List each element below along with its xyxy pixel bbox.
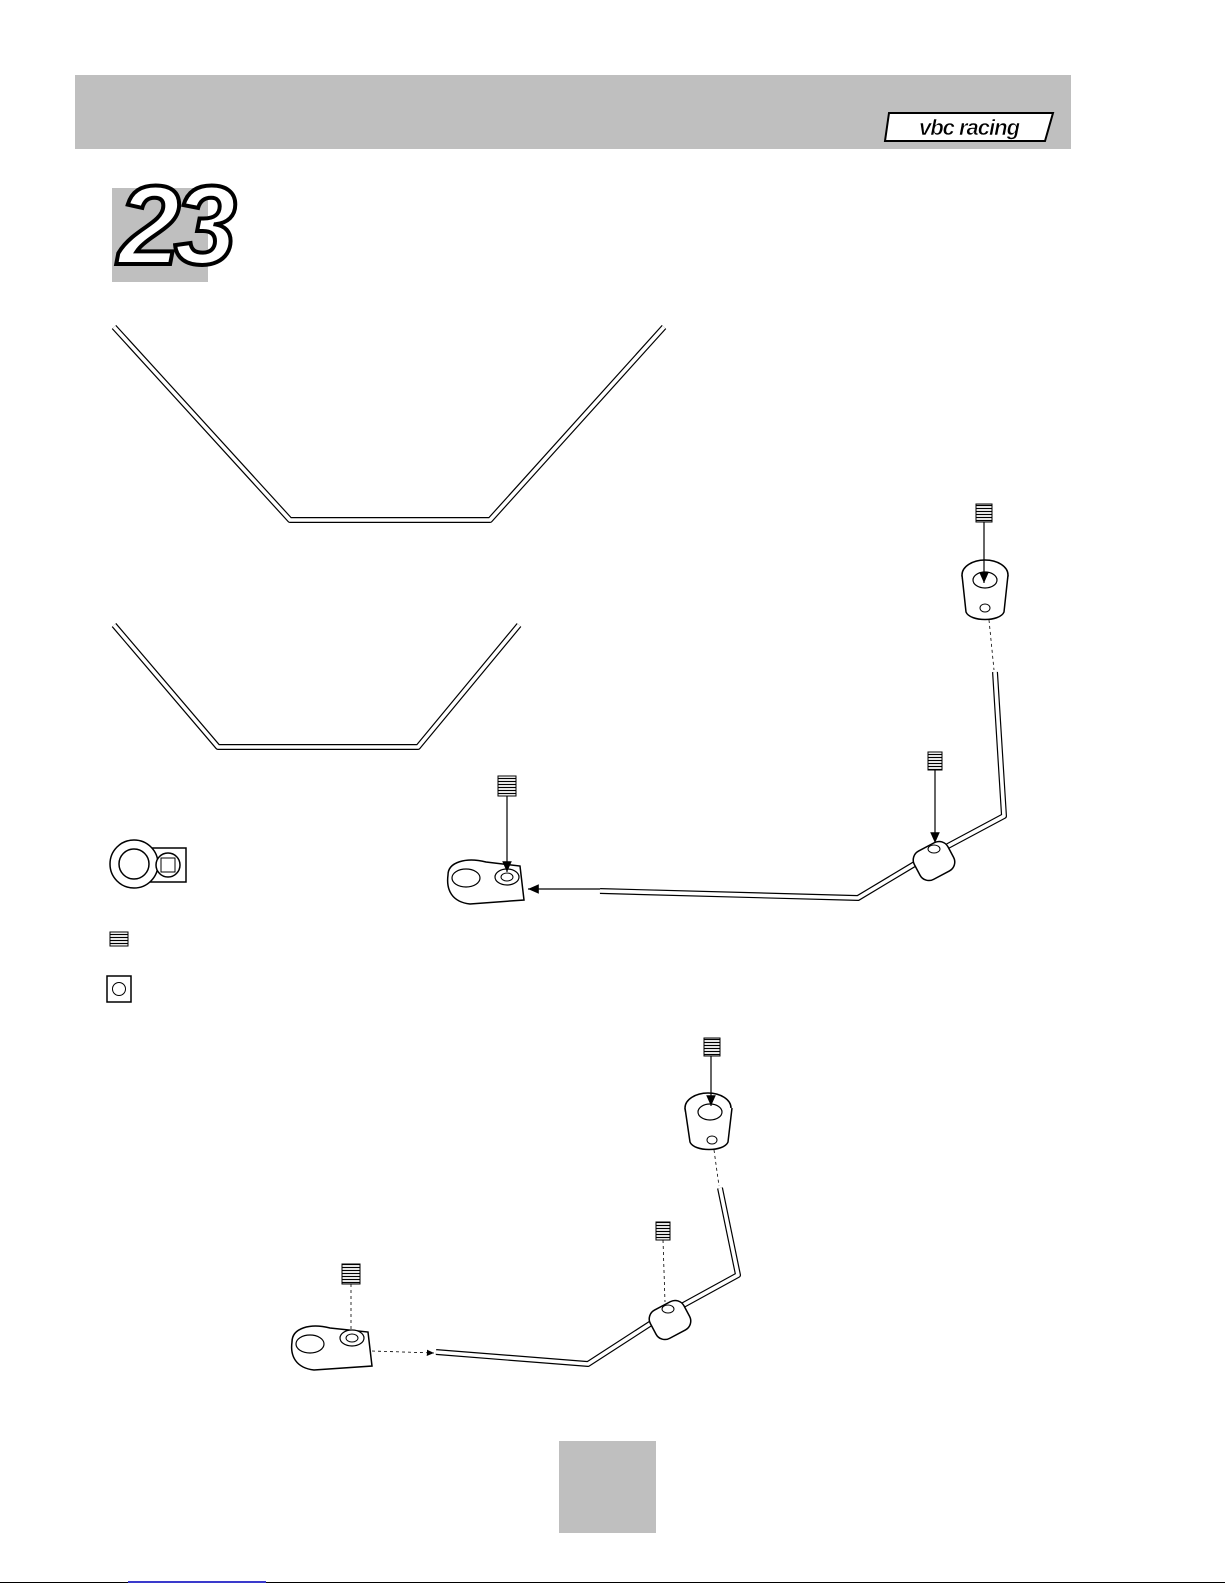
set-screw-lower-left: [342, 1264, 360, 1284]
ball-end-upper-left: [448, 860, 524, 904]
set-screw-upper-left: [498, 776, 516, 796]
footer-link-underline[interactable]: [128, 1581, 266, 1583]
page-number-box: [559, 1441, 656, 1533]
lower-assembly: [292, 1038, 738, 1370]
ball-end-lower-left: [292, 1326, 372, 1370]
set-screw-part: [110, 932, 128, 946]
set-screw-lower-right: [704, 1038, 720, 1056]
set-screw-upper-right: [976, 504, 992, 522]
ball-end-lower-right: [685, 1093, 732, 1150]
set-screw-lower-mid: [656, 1222, 670, 1240]
small-anti-roll-bar-part: [114, 625, 519, 747]
set-screw-upper-mid: [928, 752, 942, 770]
collar-part: [107, 976, 131, 1002]
ball-end-upper-right: [962, 560, 1008, 620]
ball-end-part: [110, 840, 186, 888]
upper-assembly: [448, 504, 1008, 904]
large-anti-roll-bar-part: [114, 327, 664, 520]
